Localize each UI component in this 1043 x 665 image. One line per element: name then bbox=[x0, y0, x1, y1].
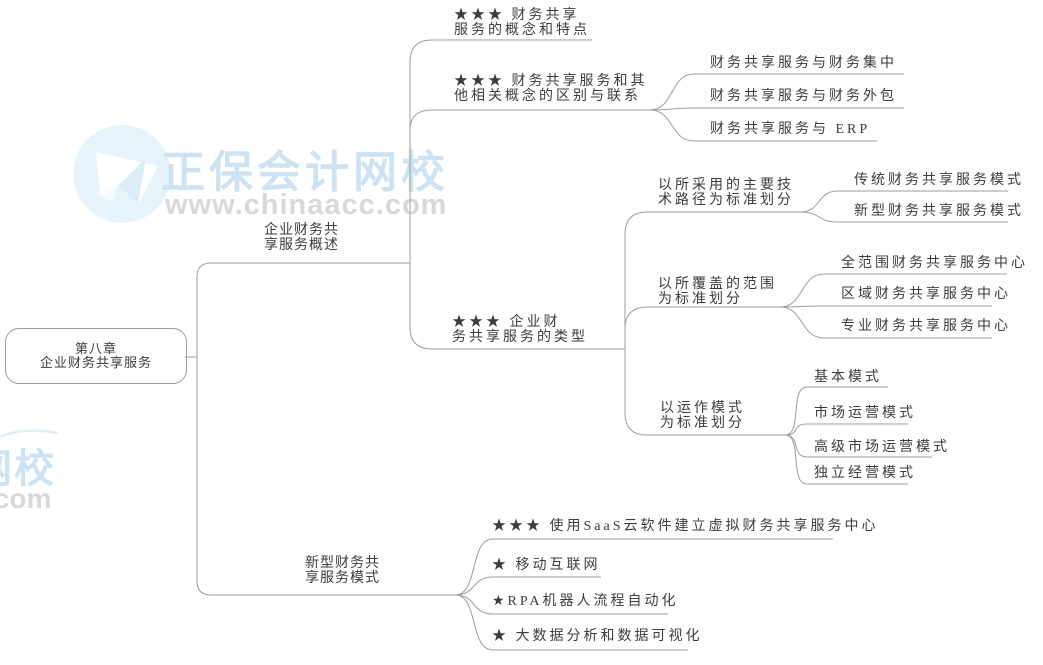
watermark-brand-text: 正保会计网校 bbox=[161, 148, 449, 197]
node-criterion-operation-mode: 以运作模式 为标准划分 bbox=[660, 401, 745, 431]
leaf-independent-operation-mode: 独立经营模式 bbox=[814, 466, 916, 481]
watermark-url-text: www.chinaacc.com bbox=[165, 189, 448, 221]
leaf-vs-finance-outsourcing: 财务共享服务与财务外包 bbox=[710, 89, 897, 104]
watermark-brand-partial-text: 网校 bbox=[0, 447, 56, 491]
leaf-big-data-visualization: ★ 大数据分析和数据可视化 bbox=[492, 629, 703, 644]
leaf-new-model: 新型财务共享服务模式 bbox=[854, 204, 1024, 219]
leaf-regional-center: 区域财务共享服务中心 bbox=[841, 287, 1011, 302]
node-criterion-coverage: 以所覆盖的范围 为标准划分 bbox=[658, 277, 777, 307]
leaf-vs-finance-centralization: 财务共享服务与财务集中 bbox=[710, 56, 897, 71]
leaf-mobile-internet: ★ 移动互联网 bbox=[492, 558, 601, 573]
node-criterion-tech-path: 以所采用的主要技 术路径为标准划分 bbox=[658, 178, 794, 208]
leaf-rpa-automation: ★RPA机器人流程自动化 bbox=[492, 594, 679, 609]
watermark-url-partial-text: .com bbox=[0, 483, 52, 514]
leaf-market-operation-mode: 市场运营模式 bbox=[814, 406, 916, 421]
leaf-advanced-market-operation-mode: 高级市场运营模式 bbox=[814, 440, 950, 455]
leaf-saas-virtual-center: ★★★ 使用SaaS云软件建立虚拟财务共享服务中心 bbox=[492, 519, 879, 534]
leaf-traditional-model: 传统财务共享服务模式 bbox=[854, 173, 1024, 188]
node-related-concepts: ★★★ 财务共享服务和其 他相关概念的区别与联系 bbox=[454, 74, 648, 104]
leaf-vs-erp: 财务共享服务与 ERP bbox=[710, 122, 871, 137]
leaf-full-scope-center: 全范围财务共享服务中心 bbox=[841, 256, 1028, 271]
branch-overview: 企业财务共 享服务概述 bbox=[264, 223, 339, 253]
watermark-arc-fragment bbox=[0, 429, 59, 439]
node-service-types: ★★★ 企业财 务共享服务的类型 bbox=[452, 315, 588, 345]
node-concept-and-features: ★★★ 财务共享 服务的概念和特点 bbox=[454, 8, 590, 38]
leaf-professional-center: 专业财务共享服务中心 bbox=[841, 319, 1011, 334]
root-node-chapter8: 第八章 企业财务共享服务 bbox=[5, 328, 187, 384]
watermark-logo-icon bbox=[73, 125, 171, 223]
leaf-basic-mode: 基本模式 bbox=[814, 370, 882, 385]
branch-new-service-model: 新型财务共 享服务模式 bbox=[305, 556, 380, 586]
